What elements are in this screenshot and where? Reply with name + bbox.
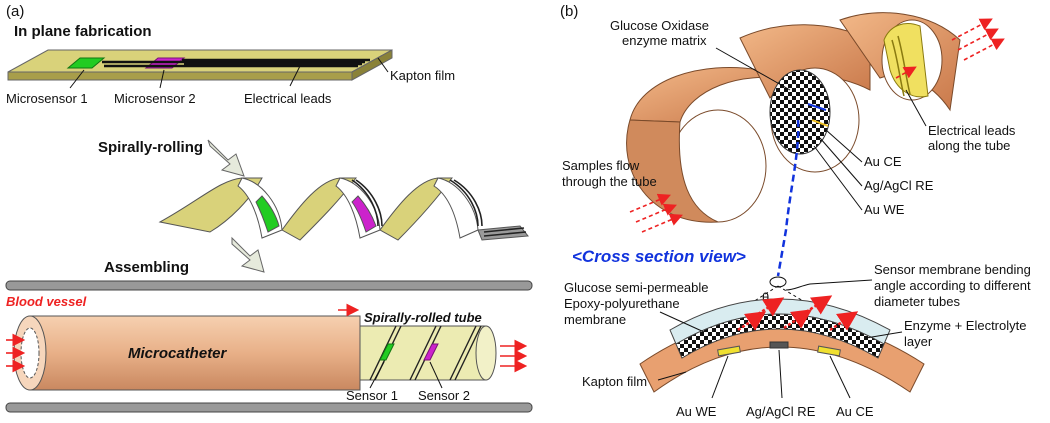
bending-label-1: Sensor membrane bending: [874, 262, 1031, 277]
leads-tube-label-2: along the tube: [928, 138, 1010, 153]
spiral-ribbon: [158, 177, 529, 241]
bending-label-3: diameter tubes: [874, 294, 960, 309]
spiral-leads: [351, 179, 527, 237]
glucose-membrane-label-1: Glucose semi-permeable: [564, 280, 709, 295]
panel-b-letter: (b): [560, 3, 578, 20]
sensor-cross-section: [639, 298, 925, 393]
au-we-label: Au WE: [864, 202, 905, 217]
rolling-arrow-1: [207, 139, 245, 177]
blood-vessel-label: Blood vessel: [6, 294, 87, 309]
samples-flow-label-1: Samples flow: [562, 158, 640, 173]
au-ce-label: Au CE: [864, 154, 902, 169]
sensor-1-pad: [379, 343, 395, 361]
glucose-membrane-label-2: Epoxy-polyurethane: [564, 296, 680, 311]
vessel-wall-top: [5, 280, 533, 291]
in-plane-title: In plane fabrication: [14, 23, 152, 40]
panel-a: (a) In plane fabrication Kapton film Mic…: [5, 3, 533, 413]
microcatheter-body: [29, 315, 361, 391]
sensor-1-label: Sensor 1: [346, 388, 398, 403]
cross-section-label: <Cross section view>: [572, 247, 746, 266]
rolling-arrow-2: [231, 236, 265, 273]
microsensor-1-label: Microsensor 1: [6, 91, 88, 106]
glucose-oxidase-label-1: Glucose Oxidase: [610, 18, 709, 33]
au-we-electrode: [717, 345, 741, 357]
sensor-2-pad: [423, 343, 439, 361]
vessel-wall-bottom: [5, 402, 533, 413]
bending-label-2: angle according to different: [874, 278, 1031, 293]
microcatheter-label: Microcatheter: [128, 345, 228, 362]
au-ce-electrode: [817, 345, 841, 357]
enzyme-layer-label-2: layer: [904, 334, 933, 349]
spiral-tube-end: [475, 325, 497, 381]
kapton-film-label: Kapton film: [390, 68, 455, 83]
bottom-au-ce-label: Au CE: [836, 404, 874, 419]
panel-b: (b) Glucose Oxidase enzyme matrix Electr…: [560, 3, 1031, 419]
kapton-film-label-b: Kapton film: [582, 374, 647, 389]
panel-a-letter: (a): [6, 3, 24, 20]
enzyme-layer-label-1: Enzyme + Electrolyte: [904, 318, 1026, 333]
enzyme-matrix-disc: [769, 69, 831, 155]
spiral-title: Spirally-rolling: [98, 139, 203, 156]
cross-section-connector: [776, 119, 800, 277]
bottom-ag-re-label: Ag/AgCl RE: [746, 404, 816, 419]
electrical-leads-lines: [102, 58, 370, 68]
samples-flow-label-2: through the tube: [562, 174, 657, 189]
assembling-title: Assembling: [104, 259, 189, 276]
glucose-oxidase-label-2: enzyme matrix: [622, 33, 707, 48]
we-marker: [807, 103, 827, 111]
sensor-2-label: Sensor 2: [418, 388, 470, 403]
bottom-au-we-label: Au WE: [676, 404, 717, 419]
ag-re-electrode: [769, 341, 789, 349]
glucose-membrane-label-3: membrane: [564, 312, 626, 327]
diffusion-arrows: [737, 295, 859, 332]
microsensor-2-label: Microsensor 2: [114, 91, 196, 106]
microsensor-1-pad: [66, 57, 106, 69]
leads-tube-label-1: Electrical leads: [928, 123, 1016, 138]
flow-arrows-b: [629, 18, 1005, 233]
spiral-tube-label: Spirally-rolled tube: [364, 310, 482, 325]
theta-marker: [769, 276, 787, 288]
electrical-leads-label: Electrical leads: [244, 91, 332, 106]
flow-arrows-a: [6, 303, 528, 373]
ag-re-label: Ag/AgCl RE: [864, 178, 934, 193]
